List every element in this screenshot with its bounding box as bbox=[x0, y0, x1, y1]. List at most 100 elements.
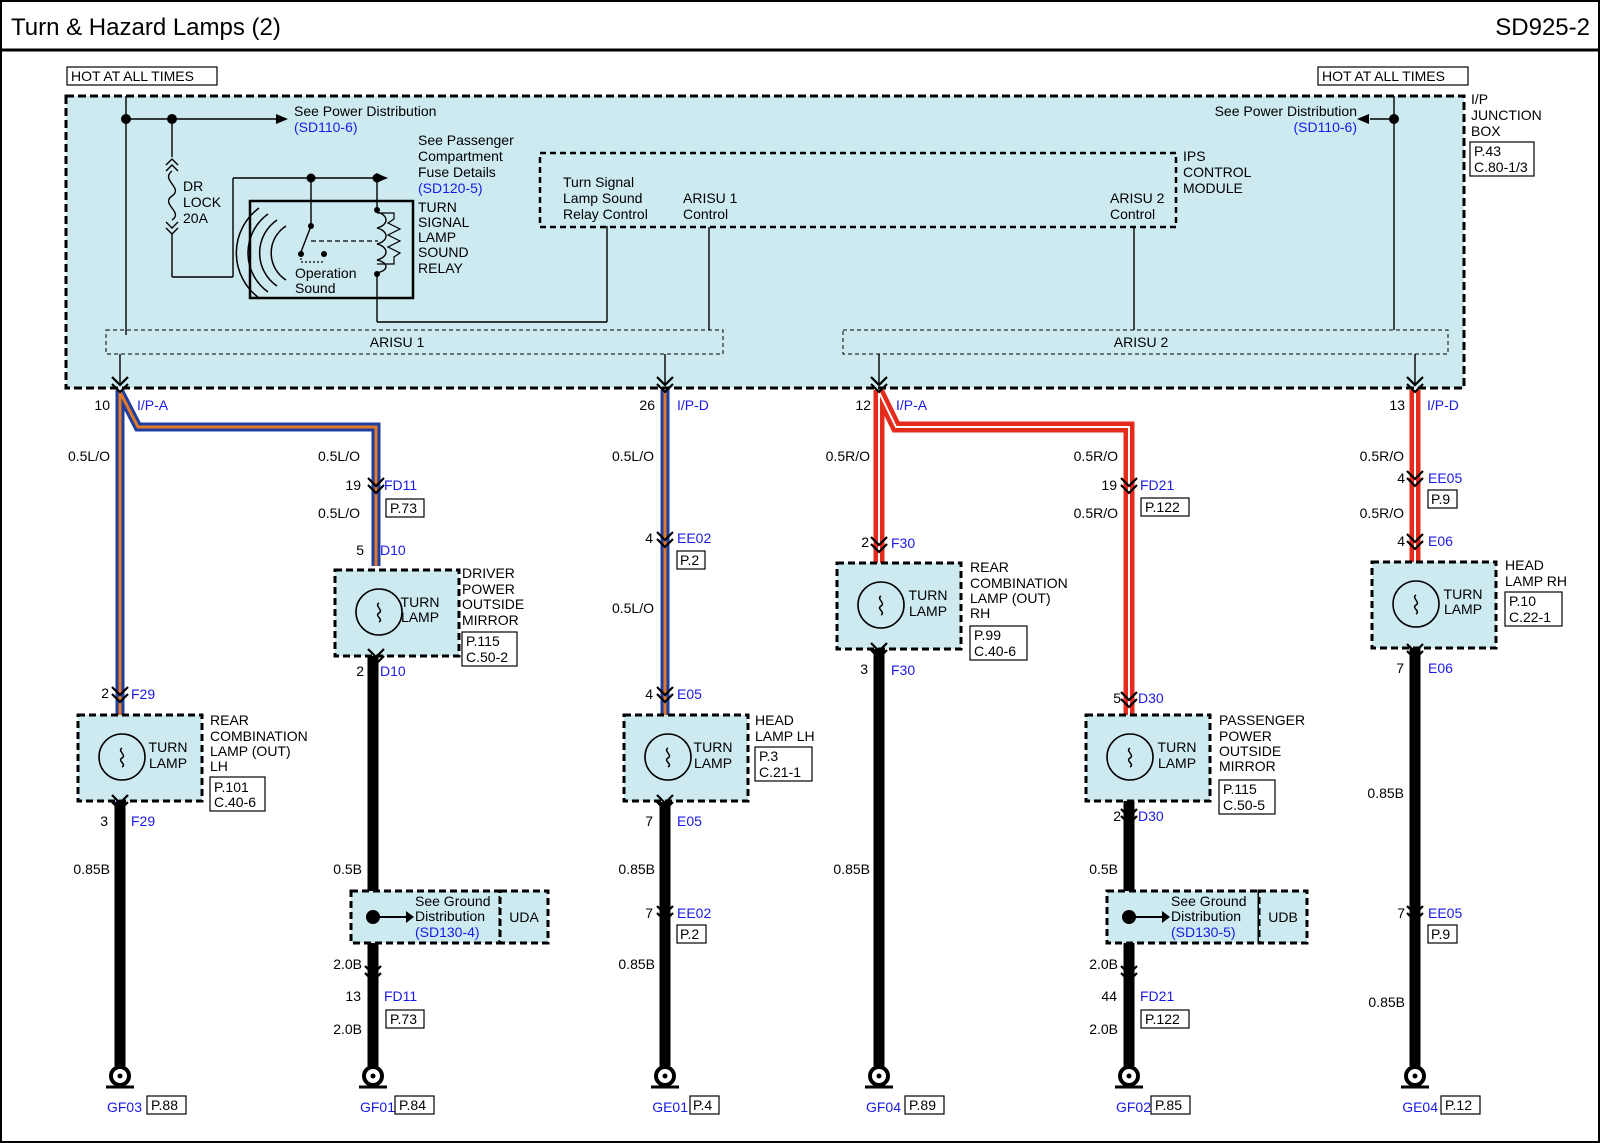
c2-ground[interactable]: GF01 bbox=[360, 1099, 395, 1115]
c1-comp-3: LAMP (OUT) bbox=[210, 743, 291, 759]
ground-icon bbox=[357, 1056, 389, 1089]
c6-wire-4: 0.85B bbox=[1368, 994, 1405, 1010]
see-power-right-ref[interactable]: (SD110-6) bbox=[1293, 119, 1357, 135]
c4-lamp-in-conn[interactable]: F30 bbox=[891, 535, 915, 551]
c2-comp-ref-2: C.50-2 bbox=[466, 649, 508, 665]
c1-lamp-out-pin: 3 bbox=[100, 813, 108, 829]
c6-conn[interactable]: I/P-D bbox=[1427, 397, 1459, 413]
connector-chevron-icon bbox=[111, 686, 129, 704]
fuse-icon bbox=[167, 170, 177, 221]
c6-lamp-in-pin: 4 bbox=[1397, 533, 1405, 549]
see-power-right: See Power Distribution bbox=[1215, 103, 1357, 119]
ground-icon bbox=[863, 1056, 895, 1089]
c3-lamp-in-conn[interactable]: E05 bbox=[677, 686, 702, 702]
c6-wire-1: 0.5R/O bbox=[1360, 448, 1404, 464]
c3-conn2-ref: P.2 bbox=[680, 926, 699, 942]
c5-lamp-in-conn[interactable]: D30 bbox=[1138, 690, 1164, 706]
c3-lamp-label-1: TURN bbox=[694, 739, 733, 755]
c5-ground-ref-box bbox=[1150, 1095, 1191, 1115]
c1-lamp-in-conn[interactable]: F29 bbox=[131, 686, 155, 702]
c6-conn1-ref: P.9 bbox=[1431, 491, 1450, 507]
ground-icon bbox=[104, 1056, 136, 1089]
c6-lamp-in-conn[interactable]: E06 bbox=[1428, 533, 1453, 549]
junction-box-label-2: JUNCTION bbox=[1471, 107, 1542, 123]
arrow-left-icon bbox=[1357, 114, 1369, 124]
relay-switch bbox=[300, 225, 312, 253]
c5-wire-4: 2.0B bbox=[1089, 956, 1118, 972]
resistor-icon bbox=[377, 212, 402, 265]
hot-label-left: HOT AT ALL TIMES bbox=[71, 68, 194, 84]
c2-lamp-out-conn[interactable]: D10 bbox=[380, 663, 406, 679]
c2-conn1-pin: 19 bbox=[345, 477, 361, 493]
page-title: Turn & Hazard Lamps (2) bbox=[11, 14, 281, 41]
c3-conn1[interactable]: EE02 bbox=[677, 530, 711, 546]
c1-ground[interactable]: GF03 bbox=[107, 1099, 142, 1115]
c4-lamp-out-conn[interactable]: F30 bbox=[891, 662, 915, 678]
c5-ground[interactable]: GF02 bbox=[1116, 1099, 1151, 1115]
c6-conn2-ref-box bbox=[1427, 924, 1458, 944]
c4-ground-ref: P.89 bbox=[909, 1097, 936, 1113]
c2-gd-ref[interactable]: (SD130-4) bbox=[415, 924, 480, 940]
c2-ground-ref-box bbox=[394, 1095, 435, 1115]
c6-conn2-pin: 7 bbox=[1397, 905, 1405, 921]
c4-ground[interactable]: GF04 bbox=[866, 1099, 901, 1115]
wires bbox=[114, 389, 1421, 1066]
c2-wire-5: 2.0B bbox=[333, 1021, 362, 1037]
c6-conn2[interactable]: EE05 bbox=[1428, 905, 1462, 921]
fuse-label-1: DR bbox=[183, 178, 203, 194]
c3-lamp-out-conn[interactable]: E05 bbox=[677, 813, 702, 829]
c5-conn2-ref-box bbox=[1140, 1009, 1190, 1029]
c3-lamp-out-pin: 7 bbox=[645, 813, 653, 829]
c3-conn2-pin: 7 bbox=[645, 905, 653, 921]
c6-conn1[interactable]: EE05 bbox=[1428, 470, 1462, 486]
c5-gd-ref[interactable]: (SD130-5) bbox=[1171, 924, 1236, 940]
connector-chevrons bbox=[111, 376, 1424, 983]
c2-conn2-pin: 13 bbox=[345, 988, 361, 1004]
c1-pin: 10 bbox=[94, 397, 110, 413]
c6-comp-1: HEAD bbox=[1505, 557, 1544, 573]
c4-pin: 12 bbox=[855, 397, 871, 413]
c3-lamp-label-2: LAMP bbox=[694, 755, 732, 771]
c2-conn2[interactable]: FD11 bbox=[384, 988, 417, 1004]
c3-wire-3: 0.85B bbox=[618, 861, 655, 877]
c3-wire-2: 0.5L/O bbox=[612, 600, 654, 616]
c2-lamp-in-conn[interactable]: D10 bbox=[380, 542, 406, 558]
c6-pin: 13 bbox=[1389, 397, 1405, 413]
c2-wire-3: 0.5B bbox=[333, 861, 362, 877]
c4-conn[interactable]: I/P-A bbox=[896, 397, 928, 413]
ground-icon bbox=[1399, 1056, 1431, 1089]
c5-wire-3: 0.5B bbox=[1089, 861, 1118, 877]
ips-arisu1-ctrl-1: ARISU 1 bbox=[683, 190, 738, 206]
c4-lamp-out-pin: 3 bbox=[860, 661, 868, 677]
c2-conn1[interactable]: FD11 bbox=[384, 477, 417, 493]
c2-conn2-ref: P.73 bbox=[390, 1011, 417, 1027]
c5-conn2[interactable]: FD21 bbox=[1140, 988, 1174, 1004]
connector-chevron-icon bbox=[656, 905, 674, 923]
c3-comp-ref-1: P.3 bbox=[759, 748, 778, 764]
splice-dot bbox=[1122, 910, 1136, 924]
c2-comp-ref-1: P.115 bbox=[466, 633, 500, 649]
c1-conn[interactable]: I/P-A bbox=[137, 397, 169, 413]
c2-comp-ref-box bbox=[461, 631, 518, 667]
c3-conn2[interactable]: EE02 bbox=[677, 905, 711, 921]
passenger-fuse-ref[interactable]: (SD120-5) bbox=[418, 180, 483, 196]
ips-label-3: MODULE bbox=[1183, 180, 1243, 196]
c6-lamp-out-conn[interactable]: E06 bbox=[1428, 660, 1453, 676]
relay-label-3: LAMP bbox=[418, 229, 456, 245]
c5-comp-3: OUTSIDE bbox=[1219, 743, 1281, 759]
see-power-left-ref[interactable]: (SD110-6) bbox=[294, 119, 358, 135]
c5-conn1[interactable]: FD21 bbox=[1140, 477, 1174, 493]
fuse-terminal-icon bbox=[165, 158, 179, 172]
c1-lamp-out-conn[interactable]: F29 bbox=[131, 813, 155, 829]
connector-chevron-icon bbox=[1120, 477, 1138, 495]
c6-ground[interactable]: GE04 bbox=[1402, 1099, 1438, 1115]
c3-wire-4: 0.85B bbox=[618, 956, 655, 972]
connector-chevron-icon bbox=[1120, 808, 1138, 826]
c3-ground[interactable]: GE01 bbox=[652, 1099, 688, 1115]
relay-label-5: RELAY bbox=[418, 260, 464, 276]
c5-lamp-out-conn[interactable]: D30 bbox=[1138, 808, 1164, 824]
connector-chevron-icon bbox=[111, 794, 129, 812]
c3-conn[interactable]: I/P-D bbox=[677, 397, 709, 413]
c6-ground-ref: P.12 bbox=[1445, 1097, 1472, 1113]
